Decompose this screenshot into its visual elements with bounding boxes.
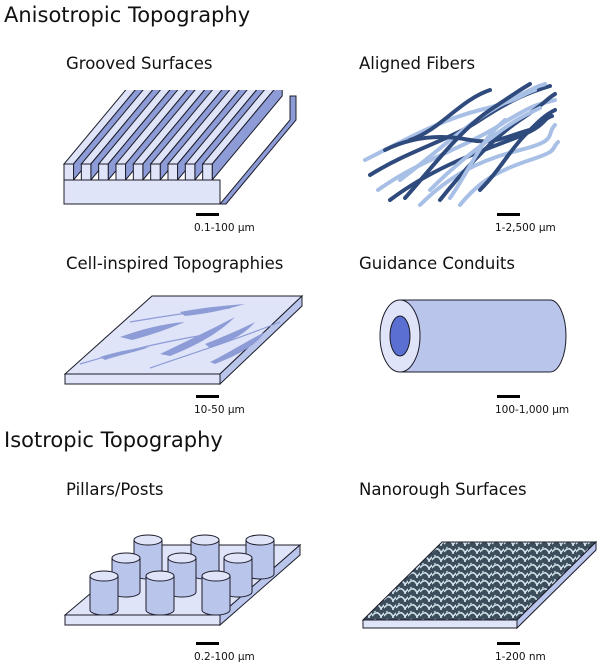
section-title-isotropic: Isotropic Topography xyxy=(4,428,223,452)
scale-bar-conduit xyxy=(497,395,520,398)
pillar-cap xyxy=(145,570,175,582)
pillar-cap xyxy=(167,552,197,564)
scale-label-cell: 10-50 µm xyxy=(194,404,245,416)
groove-ridge-front xyxy=(167,163,179,181)
groove-ridge-front xyxy=(184,163,196,181)
groove-ridge-front xyxy=(132,163,144,181)
scale-label-conduit: 100-1,000 µm xyxy=(495,404,570,416)
panel-title-pillars: Pillars/Posts xyxy=(66,480,164,499)
groove-ridge-front xyxy=(98,163,109,181)
pillar-cap xyxy=(190,534,220,546)
grooved-surface-illustration xyxy=(62,90,297,205)
scale-bar-grooved xyxy=(196,213,219,216)
scale-label-nanorough: 1-200 nm xyxy=(495,651,546,663)
scale-label-grooved: 0.1-100 µm xyxy=(194,222,255,234)
cell-inspired-surface-illustration xyxy=(63,294,304,386)
groove-ridge-front xyxy=(115,163,127,181)
aligned-fibers-illustration xyxy=(363,82,560,207)
section-title-anisotropic: Anisotropic Topography xyxy=(4,3,251,27)
groove-ridge-front xyxy=(80,163,92,181)
scale-bar-pillars xyxy=(196,642,219,645)
pillar-cap xyxy=(245,534,275,546)
pillar-cap xyxy=(223,552,253,564)
scale-label-fibers: 1-2,500 µm xyxy=(495,222,556,234)
nanorough-surface-illustration xyxy=(361,540,598,630)
groove-ridge-front xyxy=(202,163,213,181)
panel-title-grooved: Grooved Surfaces xyxy=(66,54,213,73)
panel-title-nanorough: Nanorough Surfaces xyxy=(359,480,527,499)
pillar-cap xyxy=(133,534,163,546)
scale-label-pillars: 0.2-100 µm xyxy=(194,651,255,663)
guidance-conduit-illustration xyxy=(379,299,567,373)
panel-title-conduit: Guidance Conduits xyxy=(359,254,515,273)
pillar-cap xyxy=(89,570,119,582)
pillar-body xyxy=(201,575,231,616)
groove-ridge-front xyxy=(150,163,161,181)
scale-bar-fibers xyxy=(497,213,520,216)
panel-title-cell: Cell-inspired Topographies xyxy=(66,254,284,273)
panel-title-fibers: Aligned Fibers xyxy=(359,54,476,73)
pillar-body xyxy=(89,575,119,616)
scale-bar-nanorough xyxy=(497,642,520,645)
scale-bar-cell xyxy=(196,395,219,398)
pillar-cap xyxy=(201,570,231,582)
groove-ridge-front xyxy=(63,163,75,181)
pillar-cap xyxy=(111,552,141,564)
pillars-posts-illustration xyxy=(63,534,302,627)
pillar-body xyxy=(145,575,175,616)
